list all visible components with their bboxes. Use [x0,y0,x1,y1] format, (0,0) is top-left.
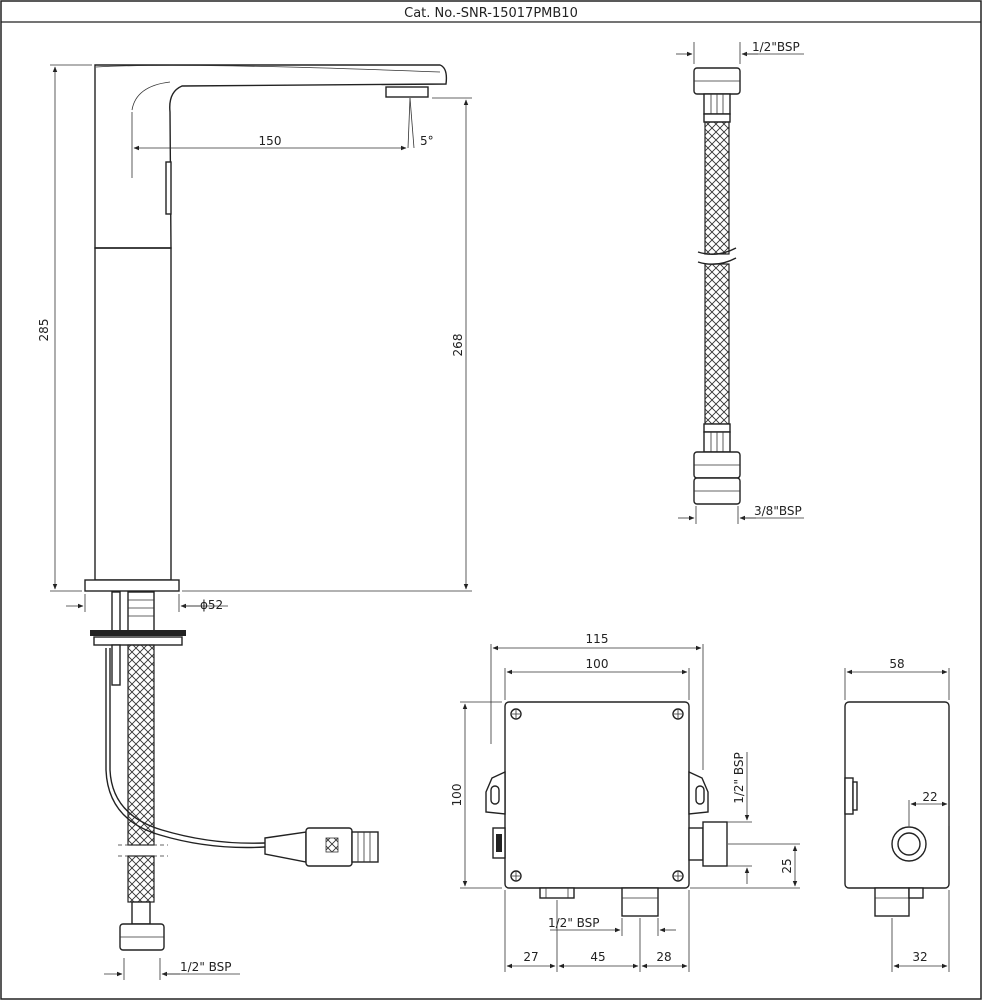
faucet-base [84,579,180,592]
connector-grip [325,837,339,853]
faucet-inlet-label: 1/2" BSP [180,960,232,974]
bottom-port-left [539,887,575,899]
dim-label-115: 115 [586,632,609,646]
dim-label-100-height: 100 [450,784,464,807]
cable-connector-sleeve [264,831,307,863]
side-view-dimensions: 58 22 32 [844,657,950,972]
hose-view [693,67,741,505]
control-box-side [844,701,950,917]
mounting-stud [111,591,121,633]
angle-label: 5° [420,134,434,148]
dim-label-150: 150 [259,134,282,148]
side-ear [844,777,854,815]
spout-curve [131,81,171,111]
hose-braid-upper [704,121,730,255]
stream-line [407,97,411,149]
connector-plug [351,831,379,863]
dim-label-28: 28 [656,950,671,964]
hose-top-thread-label: 1/2"BSP [752,40,800,54]
sensor-cable [105,648,266,849]
backnut [93,636,183,646]
hose-bottom-thread-label: 3/8"BSP [754,504,802,518]
inlet-nipple [127,591,155,633]
dim-label-268: 268 [451,334,465,357]
faucet-view [84,64,448,951]
spout-highlight [95,64,441,73]
backnut-washer [90,630,186,636]
dim-label-100-width: 100 [586,657,609,671]
side-port-inner [897,832,921,856]
faucet-dimensions: 285 268 150 5° ϕ52 1/2" BSP [37,64,472,980]
control-box-dimensions: 115 100 100 1/2" BSP 25 1/2" BSP [450,632,800,972]
side-bottom-inlet [874,887,910,917]
bottom-inlet [621,887,659,917]
hose-dimensions: 1/2"BSP 3/8"BSP [676,40,804,524]
hose-ferrule [131,901,151,925]
hose-braid-lower [704,263,730,425]
stud-lower [111,644,121,686]
dim-label-32: 32 [912,950,927,964]
dim-label-45: 45 [590,950,605,964]
dim-label-22: 22 [922,790,937,804]
side-thread-label: 1/2" BSP [732,752,746,804]
dim-label-25: 25 [780,858,794,873]
outlet-fitting-side [702,821,728,867]
stream-angle [409,97,415,149]
dim-label-58: 58 [889,657,904,671]
control-box-front [485,701,728,917]
faucet-hose [127,644,155,846]
control-box-body [504,701,690,889]
dim-label-52: ϕ52 [200,598,223,612]
outlet-nipple-side [688,827,704,861]
dim-label-285: 285 [37,319,51,342]
faucet-body [94,247,172,581]
aerator [385,86,429,98]
outlet-thread-label: 1/2" BSP [548,916,600,930]
faucet-spout [94,64,448,249]
faucet-hose-lower [127,855,155,903]
dim-label-27: 27 [523,950,538,964]
sensor-window [165,161,172,215]
catalog-number: Cat. No.-SNR-15017PMB10 [404,6,578,21]
